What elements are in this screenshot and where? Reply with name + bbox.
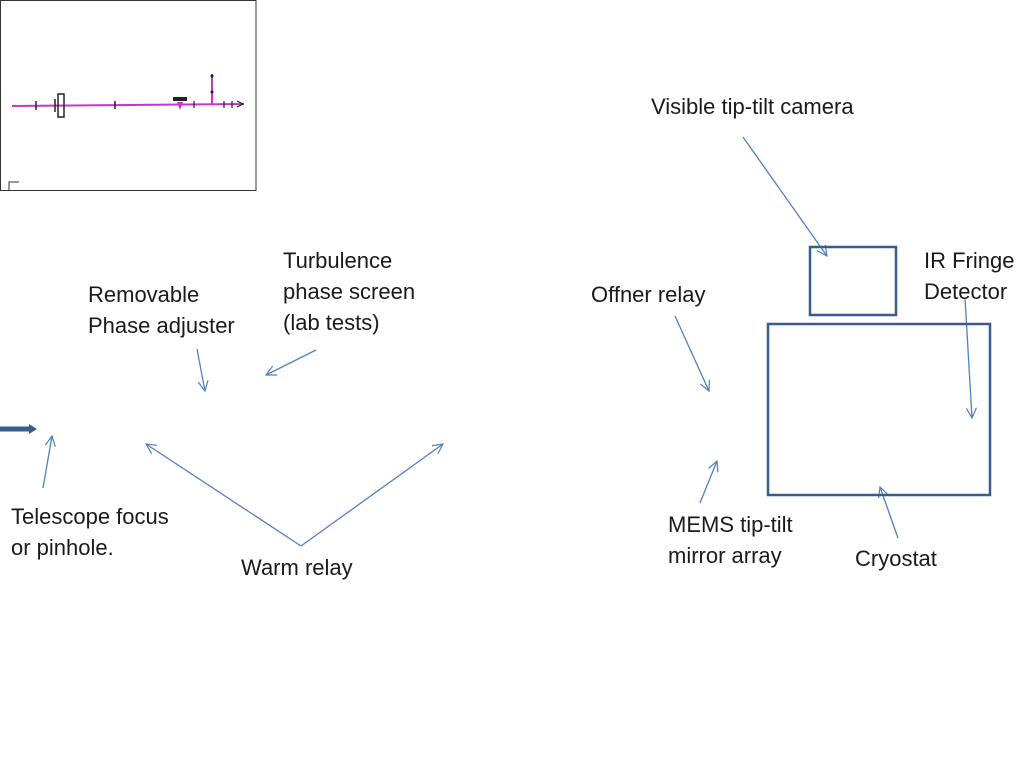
warm-relay-arrow-right	[300, 444, 443, 547]
cryostat-box	[766, 322, 992, 497]
warm-relay-arrow-left	[146, 444, 302, 547]
cryostat-label: Cryostat	[855, 546, 937, 571]
telescope-focus-arrow	[42, 436, 52, 489]
telescope-focus-label: Telescope focus or pinhole.	[11, 504, 169, 560]
tiptilt-camera-arrow	[742, 136, 827, 256]
offner-relay-arrow	[674, 315, 709, 391]
offner-relay-label: Offner relay	[591, 282, 706, 307]
optical-layout-inset	[0, 0, 257, 191]
visible-tiptilt-camera-label: Visible tip-tilt camera	[651, 94, 854, 119]
turbulence-phase-screen-label: Turbulence phase screen (lab tests)	[283, 248, 416, 335]
removable-phase-adjuster-label: Removable Phase adjuster	[88, 282, 235, 338]
ir-fringe-arrow	[964, 297, 972, 418]
optical-beam-line	[11, 103, 245, 107]
warm-relay-label: Warm relay	[241, 555, 353, 580]
mems-mirror-array-label: MEMS tip-tilt mirror array	[668, 512, 793, 568]
ir-fringe-detector-label: IR Fringe Detector	[924, 248, 1015, 304]
phase-adjuster-arrow	[196, 348, 205, 391]
turbulence-screen-arrow	[266, 349, 317, 375]
mems-arrow	[699, 461, 717, 504]
tiptilt-camera-box	[808, 245, 898, 317]
